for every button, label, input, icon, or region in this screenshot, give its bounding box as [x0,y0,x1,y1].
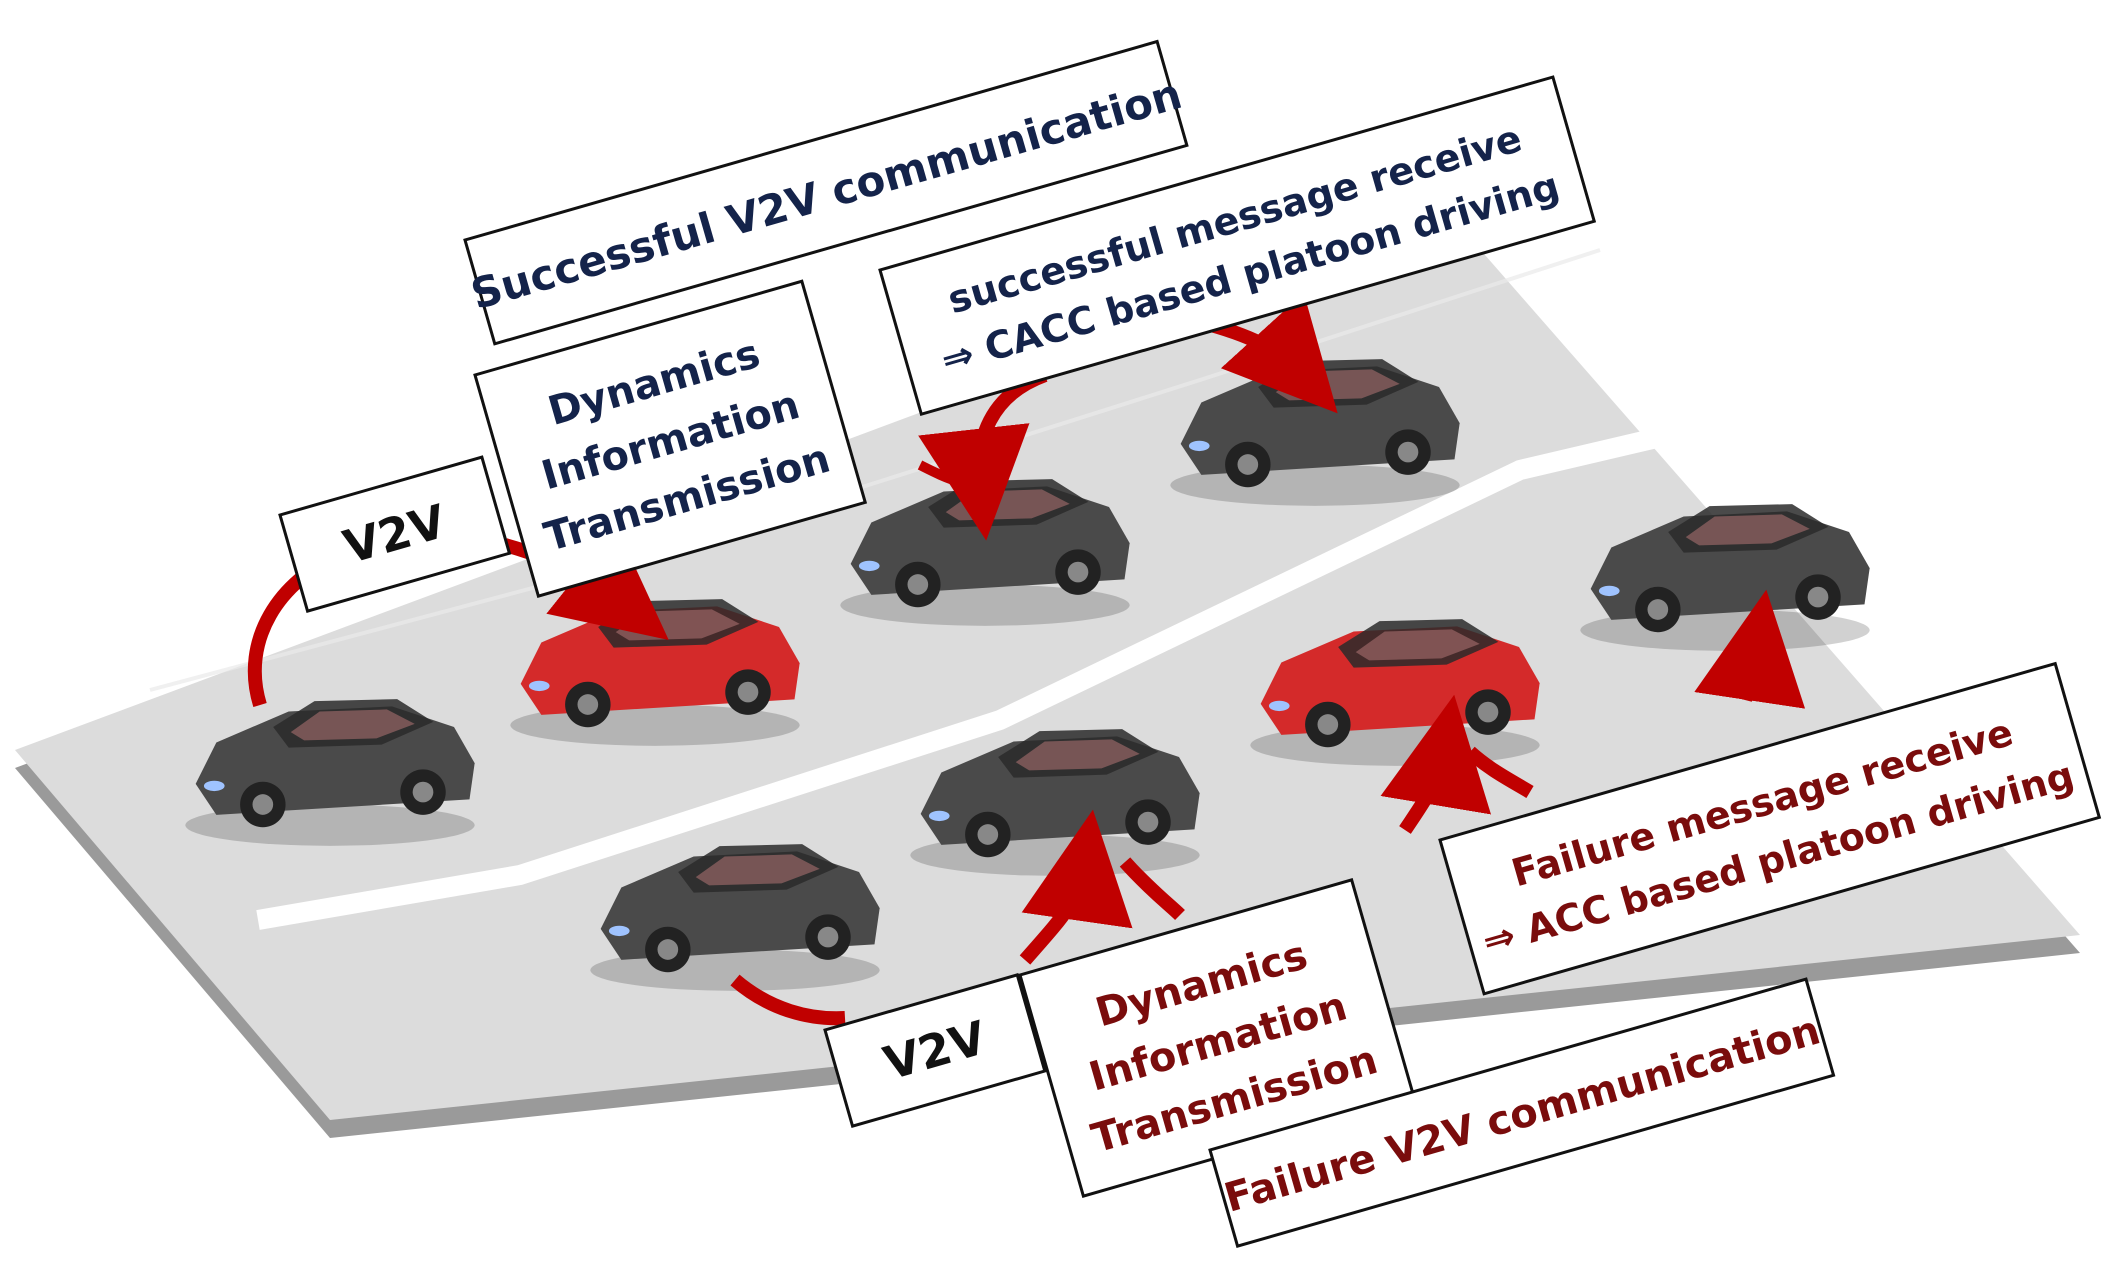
curved-arrow-icon [1380,694,1492,834]
curved-arrow-icon [1019,809,1133,965]
curved-arrow-icon [1119,857,1185,921]
top-v2v-box: V2V [278,455,512,613]
curved-arrow-icon [730,974,846,1026]
curved-arrow-icon [1465,746,1534,799]
curved-arrow-icon [917,460,962,487]
lane-edge-line [149,248,1601,692]
lane-divider [256,385,1843,930]
bottom-dynamics-box: Dynamics Information Transmission [1018,878,1417,1198]
curved-arrow-icon [1694,589,1806,709]
bottom-lane-arrows [730,589,1806,1026]
bottom-v2v-box: V2V [823,973,1047,1128]
